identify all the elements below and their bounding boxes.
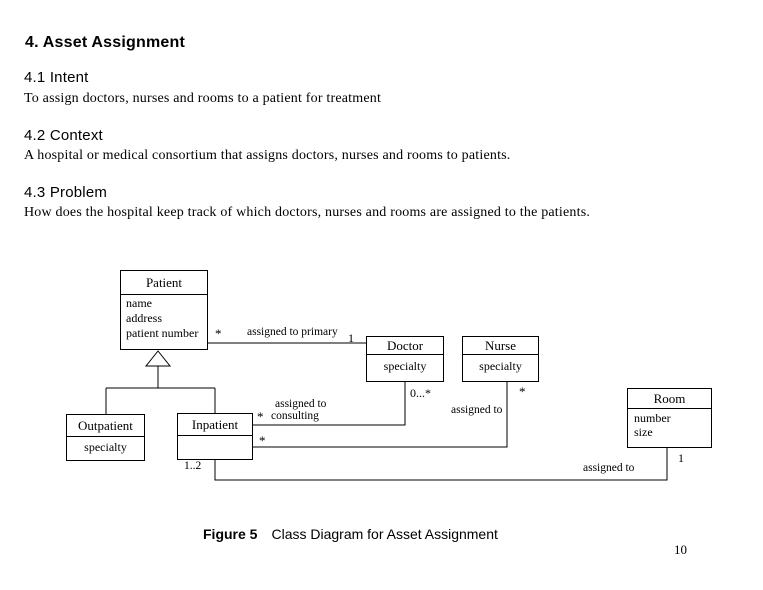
section-heading-intent: 4.1 Intent (24, 69, 89, 86)
class-attributes: name address patient number (121, 295, 207, 342)
multiplicity-inpatient-room: 1..2 (184, 460, 202, 472)
class-title: Patient (121, 271, 207, 295)
figure-caption-number: Figure 5 (203, 526, 258, 542)
assoc-label-nurse-assigned-to: assigned to (451, 404, 503, 416)
assoc-label-assigned-to-consulting-line1: assigned to (275, 398, 327, 410)
class-box-outpatient: Outpatient specialty (66, 414, 145, 461)
class-attribute: patient number (126, 326, 199, 340)
assoc-label-room-assigned-to: assigned to (583, 462, 635, 474)
class-attribute: number (634, 411, 671, 425)
section-body-problem: How does the hospital keep track of whic… (24, 205, 591, 220)
class-attributes (178, 436, 252, 438)
class-attribute: name (126, 296, 152, 310)
page-title: 4. Asset Assignment (25, 34, 185, 51)
class-attributes: number size (628, 409, 711, 441)
class-box-nurse: Nurse specialty (462, 336, 539, 382)
class-attributes: specialty (367, 355, 443, 375)
section-heading-problem: 4.3 Problem (24, 184, 108, 201)
page-number: 10 (674, 542, 687, 557)
multiplicity-inpatient-nurse: * (259, 433, 266, 448)
assoc-line-nurse-inpatient (253, 382, 508, 448)
multiplicity-room-side: 1 (678, 451, 684, 465)
class-attribute: specialty (383, 359, 427, 373)
class-box-inpatient: Inpatient (177, 413, 253, 460)
assoc-label-assigned-to-primary: assigned to primary (247, 326, 338, 338)
class-attribute: size (634, 425, 653, 439)
class-attribute: specialty (84, 440, 127, 454)
class-attributes: specialty (67, 437, 144, 456)
class-box-room: Room number size (627, 388, 712, 448)
multiplicity-inpatient-consulting: * (257, 409, 264, 424)
section-heading-context: 4.2 Context (24, 127, 103, 144)
class-title: Nurse (463, 337, 538, 355)
section-body-context: A hospital or medical consortium that as… (24, 148, 511, 163)
assoc-line-inpatient-room (214, 448, 668, 481)
class-box-patient: Patient name address patient number (120, 270, 208, 350)
multiplicity-doctor-consulting: 0...* (410, 386, 431, 400)
figure-caption: Figure 5 Class Diagram for Asset Assignme… (203, 526, 498, 542)
generalization-triangle (144, 350, 172, 367)
class-attribute: specialty (479, 359, 522, 373)
assoc-label-assigned-to-consulting-line2: consulting (271, 410, 319, 422)
section-body-intent: To assign doctors, nurses and rooms to a… (24, 91, 382, 106)
class-title: Doctor (367, 337, 443, 355)
multiplicity-patient-side: * (215, 326, 222, 341)
figure-caption-text: Class Diagram for Asset Assignment (271, 526, 498, 542)
class-attribute: address (126, 311, 162, 325)
multiplicity-nurse-side: * (519, 384, 526, 399)
class-title: Outpatient (67, 415, 144, 437)
class-title: Room (628, 389, 711, 409)
class-box-doctor: Doctor specialty (366, 336, 444, 382)
multiplicity-doctor-side: 1 (348, 331, 354, 345)
class-title: Inpatient (178, 414, 252, 436)
class-attributes: specialty (463, 355, 538, 375)
assoc-line-doctor-inpatient (253, 382, 406, 426)
